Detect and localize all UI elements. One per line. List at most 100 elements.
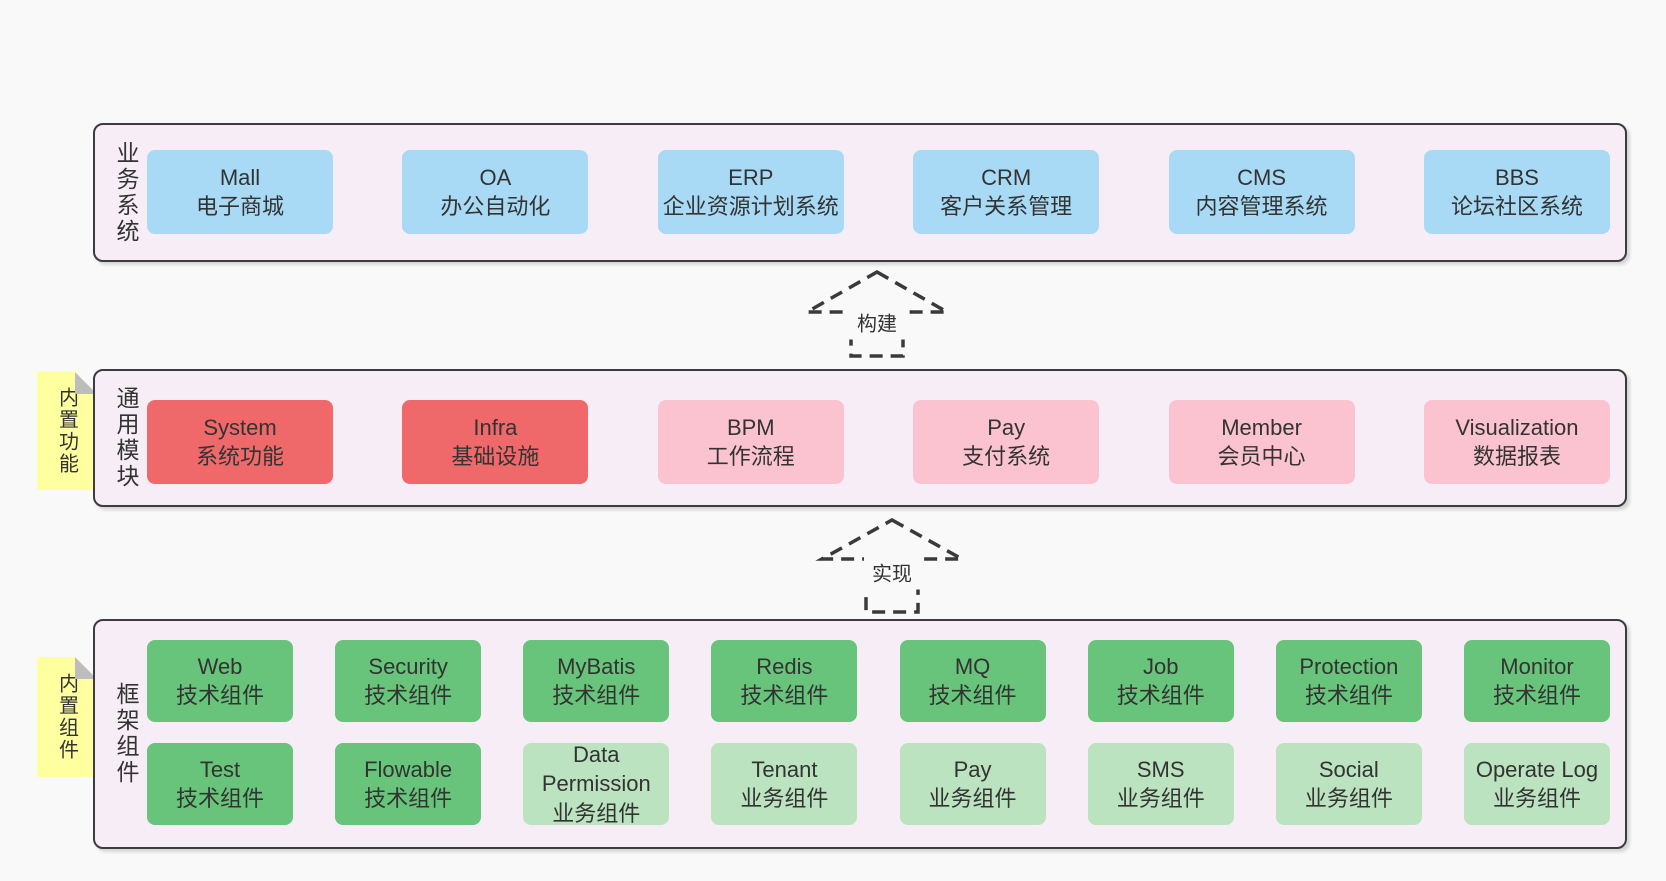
box-subtitle: 技术组件 xyxy=(364,786,453,811)
box-subtitle: 数据报表 xyxy=(1472,444,1561,469)
box-erp: ERP 企业资源计划系统 xyxy=(657,150,844,234)
box-tenant: Tenant 业务组件 xyxy=(711,743,858,825)
box-subtitle: 业务组件 xyxy=(1116,786,1205,811)
box-subtitle: 技术组件 xyxy=(1116,683,1205,708)
box-subtitle: 技术组件 xyxy=(928,683,1017,708)
arrow-implement: 实现 xyxy=(812,516,972,616)
section-label-framework-components: 框架组件 xyxy=(113,682,139,786)
box-web: Web 技术组件 xyxy=(147,640,293,722)
box-title: Security xyxy=(368,653,448,679)
box-title: Test xyxy=(199,756,241,782)
box-mall: Mall 电子商城 xyxy=(147,150,333,234)
section-label-common-modules: 通用模块 xyxy=(113,386,139,490)
box-title: Infra xyxy=(473,414,518,440)
box-bpm: BPM 工作流程 xyxy=(657,400,844,484)
box-subtitle: 基础设施 xyxy=(451,444,540,469)
box-title: Pay xyxy=(987,414,1026,440)
dashed-up-arrow-icon xyxy=(800,269,954,358)
box-subtitle: 内容管理系统 xyxy=(1195,194,1328,219)
box-infra: Infra 基础设施 xyxy=(402,400,589,484)
box-title: Mall xyxy=(219,164,261,190)
sticky-note-built-in-features: 内置功能 xyxy=(37,372,97,490)
arrow-build-label: 构建 xyxy=(849,304,905,340)
box-mybatis: MyBatis 技术组件 xyxy=(523,640,670,722)
arrow-build: 构建 xyxy=(797,266,957,360)
box-subtitle: 技术组件 xyxy=(1492,683,1581,708)
box-subtitle: 客户关系管理 xyxy=(940,194,1073,219)
arrow-implement-label: 实现 xyxy=(864,554,920,590)
box-title: Operate Log xyxy=(1475,756,1599,782)
box-title: Member xyxy=(1221,414,1302,440)
box-title: Web xyxy=(197,653,243,679)
box-pay: Pay 业务组件 xyxy=(899,743,1046,825)
box-subtitle: 业务组件 xyxy=(740,786,829,811)
box-title: Tenant xyxy=(751,756,818,782)
box-title: BPM xyxy=(726,414,775,440)
sticky-note-label: 内置功能 xyxy=(55,387,78,475)
box-oa: OA 办公自动化 xyxy=(402,150,589,234)
box-subtitle: 技术组件 xyxy=(175,786,264,811)
box-title: Social xyxy=(1318,756,1379,782)
sticky-note-built-in-components: 内置组件 xyxy=(37,657,97,777)
box-subtitle: 企业资源计划系统 xyxy=(662,194,839,219)
box-title: Pay xyxy=(953,756,992,782)
box-subtitle: 办公自动化 xyxy=(440,194,551,219)
box-flowable: Flowable 技术组件 xyxy=(335,743,482,825)
box-job: Job 技术组件 xyxy=(1087,640,1234,722)
box-social: Social 业务组件 xyxy=(1275,743,1422,825)
box-subtitle: 论坛社区系统 xyxy=(1450,194,1583,219)
box-title: Monitor xyxy=(1500,653,1574,679)
box-title: CRM xyxy=(981,164,1032,190)
box-mq: MQ 技术组件 xyxy=(899,640,1046,722)
box-subtitle: 业务组件 xyxy=(928,786,1017,811)
box-title: SMS xyxy=(1136,756,1185,782)
box-subtitle: 系统功能 xyxy=(195,444,284,469)
box-subtitle: 电子商城 xyxy=(195,194,284,219)
box-title: Visualization xyxy=(1455,414,1579,440)
section-label-business-systems: 业务系统 xyxy=(113,140,139,245)
box-subtitle: 业务组件 xyxy=(1304,786,1393,811)
box-subtitle: 技术组件 xyxy=(364,683,453,708)
box-monitor: Monitor 技术组件 xyxy=(1463,640,1610,722)
box-bbs: BBS 论坛社区系统 xyxy=(1423,150,1610,234)
box-title: ERP xyxy=(728,164,774,190)
box-title: BBS xyxy=(1494,164,1539,190)
box-title: Job xyxy=(1142,653,1179,679)
box-crm: CRM 客户关系管理 xyxy=(913,150,1100,234)
box-system: System 系统功能 xyxy=(147,400,333,484)
box-title: Redis xyxy=(756,653,813,679)
dashed-up-arrow-icon xyxy=(815,517,969,614)
box-subtitle: 业务组件 xyxy=(552,800,641,826)
box-sms: SMS 业务组件 xyxy=(1087,743,1234,825)
box-title: Flowable xyxy=(364,756,453,782)
business-systems-row: Mall 电子商城 OA 办公自动化 ERP 企业资源计划系统 CRM 客户关系管理 CMS 内容… xyxy=(147,150,1610,234)
box-title: System xyxy=(203,414,277,440)
box-title: CMS xyxy=(1237,164,1286,190)
section-business-systems: 业务系统 Mall 电子商城 OA 办公自动化 ERP 企业资源计划系统 CRM 客户关系管理… xyxy=(93,123,1627,262)
box-subtitle: 技术组件 xyxy=(175,683,264,708)
box-title: MyBatis xyxy=(557,653,636,679)
box-subtitle: 技术组件 xyxy=(552,683,641,708)
box-subtitle: 会员中心 xyxy=(1217,444,1306,469)
box-title: OA xyxy=(479,164,512,190)
box-visualization: Visualization 数据报表 xyxy=(1423,400,1610,484)
box-title: MQ xyxy=(954,653,991,679)
box-subtitle: 工作流程 xyxy=(706,444,795,469)
section-framework-components: 框架组件 Web 技术组件 Security 技术组件 MyBatis 技术组件 Redis… xyxy=(93,619,1627,849)
box-member: Member 会员中心 xyxy=(1168,400,1355,484)
box-test: Test 技术组件 xyxy=(147,743,293,825)
box-protection: Protection 技术组件 xyxy=(1275,640,1422,722)
box-subtitle: 业务组件 xyxy=(1492,786,1581,811)
box-security: Security 技术组件 xyxy=(335,640,482,722)
box-subtitle: 技术组件 xyxy=(1304,683,1393,708)
box-operate-log: Operate Log 业务组件 xyxy=(1463,743,1610,825)
box-title: Protection xyxy=(1299,653,1399,679)
